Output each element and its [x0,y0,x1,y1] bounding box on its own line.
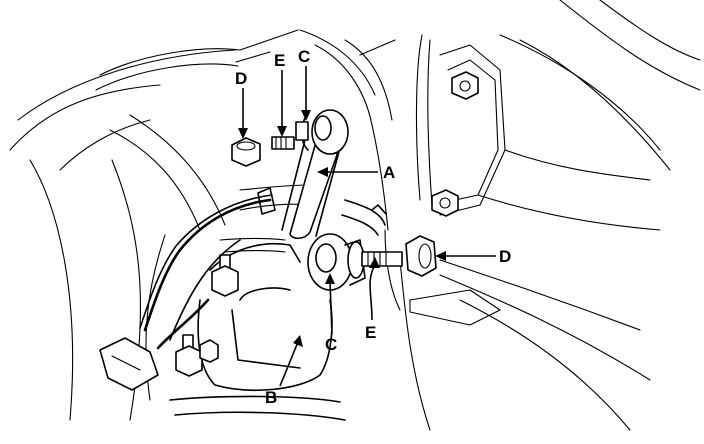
knuckle-stud-lower [175,334,219,377]
label-d-left: D [235,69,247,88]
label-b: B [265,388,277,407]
abs-sensor-wiring [99,187,276,391]
nut-lower [405,235,437,277]
subframe-bolt-lower [431,189,459,217]
stud-lower [361,251,403,267]
subframe-bolt-upper [451,71,479,100]
label-c-lower: C [325,335,337,354]
knuckle-assembly [169,242,346,421]
label-c-upper: C [298,47,310,66]
callout-labels: D E C A D E C B [235,47,511,407]
abs-sensor-connector [99,337,159,391]
arrow-b [279,341,299,387]
arrow-e-lower [369,264,376,321]
label-a: A [383,163,395,182]
label-e-upper: E [274,51,285,70]
nut-upper [231,137,261,167]
stabilizer-bar [341,199,387,236]
background-structure [9,0,701,431]
stud-upper [271,136,295,150]
callout-arrows [238,66,496,387]
label-d-right: D [499,247,511,266]
ball-joint-lower [307,233,366,291]
ball-joint-upper [295,109,349,155]
stabilizer-link [281,109,366,291]
knuckle-stud-upper [211,254,239,297]
label-e-lower: E [365,323,376,342]
arrow-c-lower [329,281,333,335]
